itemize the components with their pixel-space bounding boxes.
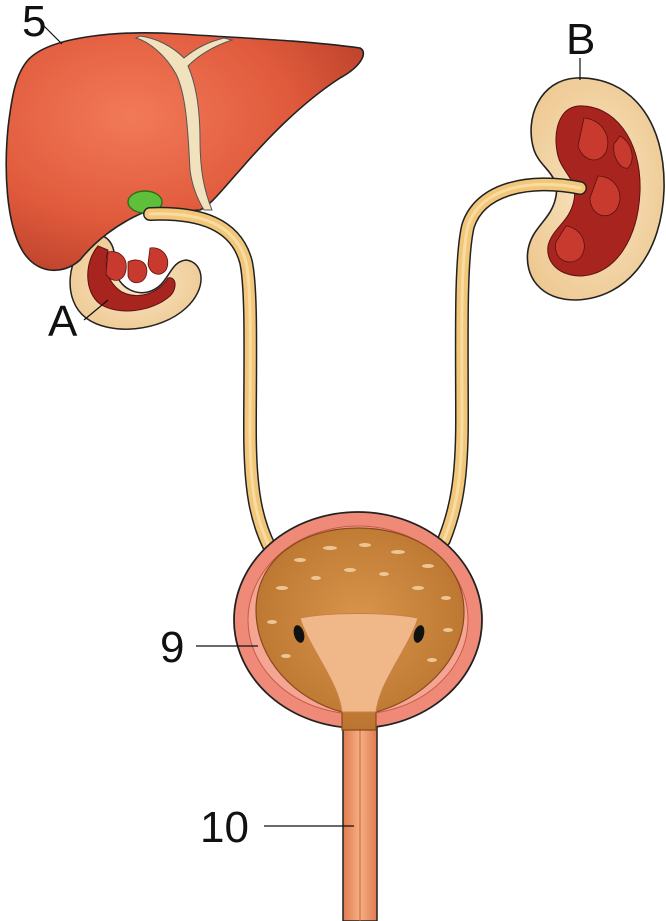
label-5: 5 <box>22 0 62 46</box>
label-10: 10 <box>200 803 354 852</box>
label-bladder-text: 9 <box>160 623 184 672</box>
label-right-kidney-text: B <box>566 15 595 64</box>
label-liver-text: 5 <box>22 0 46 46</box>
liver <box>6 33 363 270</box>
bladder <box>234 512 482 730</box>
label-urethra-text: 10 <box>200 803 249 852</box>
label-left-kidney-text: A <box>48 297 78 346</box>
label-b: B <box>566 15 595 80</box>
urethra <box>343 700 377 921</box>
